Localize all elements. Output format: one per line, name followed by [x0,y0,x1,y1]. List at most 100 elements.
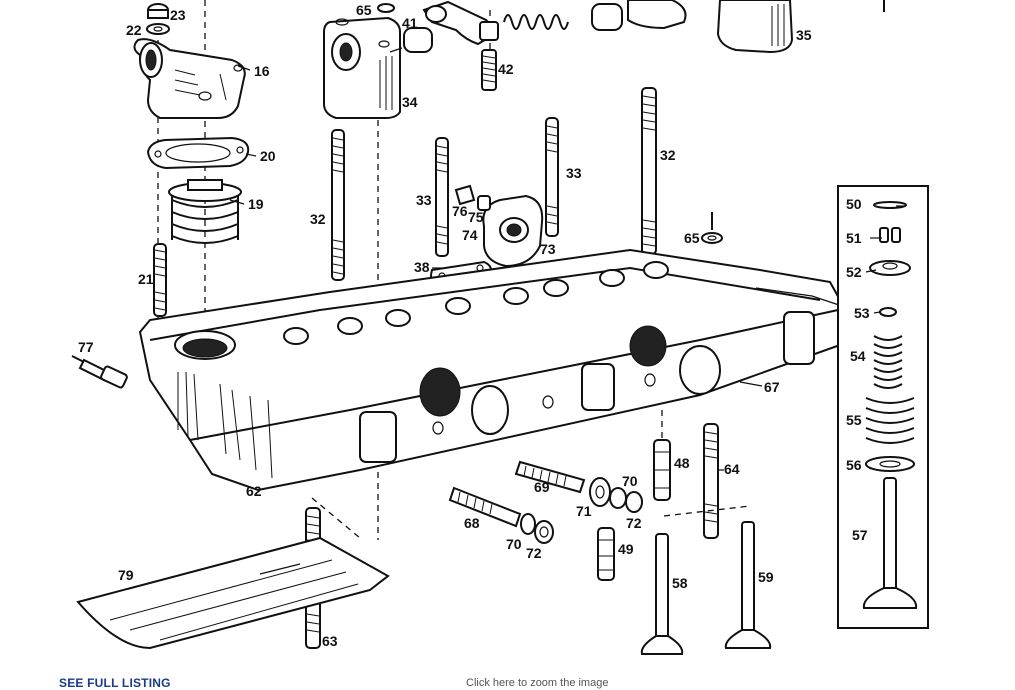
callout-55: 55 [846,412,862,428]
callout-32-left: 32 [310,211,326,227]
callout-48: 48 [674,455,690,471]
callout-56: 56 [846,457,862,473]
stud-part-33-right [545,117,559,237]
rocker-gear-group [323,0,885,119]
callout-50: 50 [846,196,862,212]
callout-58: 58 [672,575,688,591]
callout-67: 67 [764,379,780,395]
callout-33-left: 33 [416,192,432,208]
stud-part-64 [703,423,719,539]
spring-cap-part-52 [869,260,911,276]
callout-70-right: 70 [622,473,638,489]
valve-part-57 [862,477,918,609]
callout-21: 21 [138,271,154,287]
bottom-left-group [76,497,390,650]
rocker-pedestal-part-34 [323,16,401,119]
callout-79: 79 [118,567,134,583]
valve-part-58 [640,533,684,655]
cylinder-head [138,248,841,492]
stud-part-32-right [641,87,657,255]
valve-part-59 [724,521,772,649]
manifold-ports [359,311,815,463]
callout-20: 20 [260,148,276,164]
callout-70-left: 70 [506,536,522,552]
callout-19: 19 [248,196,264,212]
callout-72-left: 72 [526,545,542,561]
callout-51: 51 [846,230,862,246]
sealant-tube-part-79 [76,536,390,650]
circlip-part-50 [873,201,907,209]
washer-part-22 [146,23,170,35]
stud-part-68 [448,486,522,528]
outer-spring-part-55 [865,397,915,444]
seal-part-53 [879,307,897,317]
callout-41: 41 [402,15,418,31]
washer-part-65-right [701,212,723,244]
washer-part-70-right [609,487,627,509]
lower-parts-group [448,410,772,655]
zoom-image-link[interactable]: Click here to zoom the image [466,677,609,689]
adjusting-screw-part-42 [479,21,499,91]
callout-73: 73 [540,241,556,257]
callout-42: 42 [498,61,514,77]
callout-49: 49 [618,541,634,557]
stud-part-21 [153,243,167,317]
callout-62: 62 [246,483,262,499]
leader-lines [229,47,906,471]
temperature-sender-part-77 [71,355,128,389]
dowel-part-76 [454,184,476,206]
see-full-listing-link[interactable]: SEE FULL LISTING [59,676,171,690]
stud-part-32-left [331,129,345,281]
callout-68: 68 [464,515,480,531]
nut-part-23 [147,3,169,19]
callout-76: 76 [452,203,468,219]
callout-59: 59 [758,569,774,585]
callout-71: 71 [576,503,592,519]
exploded-parts-diagram[interactable]: 23 22 65 41 16 42 35 34 20 19 33 33 32 3… [0,0,1015,676]
callout-74: 74 [462,227,478,243]
valve-assembly-inset [837,185,929,629]
callout-23: 23 [170,7,186,23]
nut-part-72-left [534,520,554,544]
studs-group [331,87,657,540]
spacer-part [591,0,687,31]
callout-35: 35 [796,27,812,43]
callout-72-right: 72 [626,515,642,531]
washer-part-70-left [520,513,536,535]
callout-57: 57 [852,527,868,543]
callout-77: 77 [78,339,94,355]
gasket-part-74 [482,194,544,268]
thermostat-part-19 [168,179,242,244]
callout-38: 38 [414,259,430,275]
callout-75: 75 [468,209,484,225]
callout-labels: 23 22 65 41 16 42 35 34 20 19 33 33 32 3… [78,2,870,649]
callout-22: 22 [126,22,142,38]
callout-32-right: 32 [660,147,676,163]
callout-54: 54 [850,348,866,364]
rocker-cover-part-35 [716,0,794,54]
washer-part-65-top [377,3,395,13]
callout-69: 69 [534,479,550,495]
callout-64: 64 [724,461,740,477]
guide-part-48 [653,439,671,501]
washer-part-71 [589,477,611,507]
stud-part-69 [514,460,586,494]
inner-spring-part-54 [873,335,903,389]
water-outlet-elbow-part-16 [133,38,246,119]
callout-65-top: 65 [356,2,372,18]
bolt-part-75 [477,195,491,211]
rocker-spring-part-44 [503,14,569,30]
thermostat-housing-group [133,0,250,330]
callout-63: 63 [322,633,338,649]
collets-part-51 [879,227,901,243]
nut-part-72-right [625,491,643,513]
callout-53: 53 [854,305,870,321]
callout-65-right: 65 [684,230,700,246]
manifold-gasket-part-67 [755,287,843,307]
guide-part-49 [597,527,615,581]
callout-34: 34 [402,94,418,110]
callout-33-right: 33 [566,165,582,181]
spring-seat-part-56 [865,456,915,472]
stud-part-33-left [435,137,449,257]
callout-52: 52 [846,264,862,280]
